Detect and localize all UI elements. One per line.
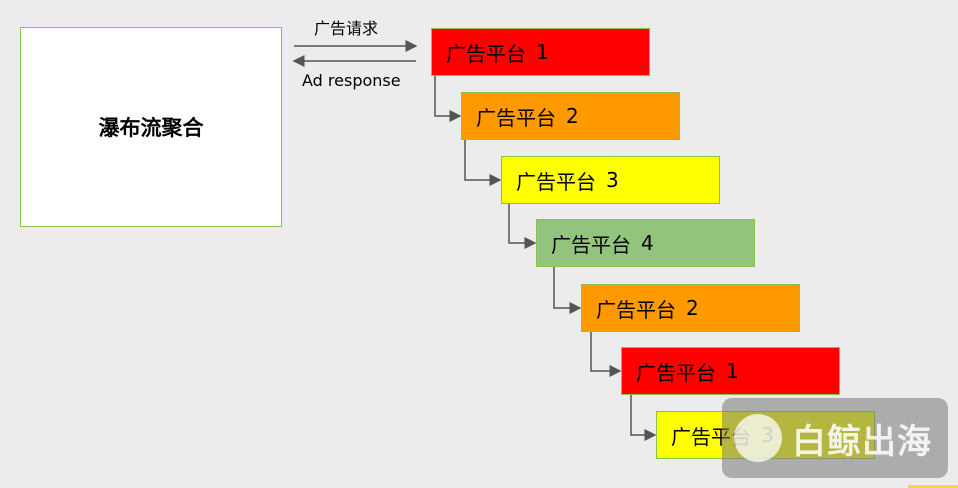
watermark: 白鲸出海: [722, 398, 948, 478]
platform-number: 1: [726, 359, 739, 383]
ad-request-label: 广告请求: [314, 19, 379, 38]
corner-accent: [908, 485, 958, 488]
platform-name: 广告平台: [596, 297, 676, 322]
aggregator-label: 瀑布流聚合: [98, 116, 204, 140]
ad-platform-step-6: 广告平台 1: [621, 347, 840, 395]
platform-name: 广告平台: [551, 232, 631, 257]
platform-number: 2: [566, 104, 579, 128]
ad-platform-step-4: 广告平台 4: [536, 219, 755, 267]
platform-name: 广告平台: [516, 169, 596, 194]
ad-platform-step-1: 广告平台 1: [431, 28, 650, 76]
platform-name: 广告平台: [446, 41, 526, 66]
connector-arrow: [553, 267, 582, 314]
ad-platform-step-5: 广告平台 2: [581, 284, 800, 332]
ad-platform-step-3: 广告平台 3: [501, 156, 720, 204]
platform-number: 1: [536, 40, 549, 64]
ad-platform-step-2: 广告平台 2: [461, 92, 680, 140]
platform-number: 3: [606, 168, 619, 192]
connector-arrow: [590, 332, 622, 377]
waterfall-aggregator-box: 瀑布流聚合: [20, 27, 282, 227]
connector-arrow: [464, 140, 502, 186]
connector-arrow: [508, 204, 537, 249]
platform-name: 广告平台: [636, 360, 716, 385]
whale-logo-icon: [734, 414, 782, 462]
ad-response-label: Ad response: [302, 71, 401, 90]
connector-arrow: [630, 395, 657, 441]
platform-number: 2: [686, 296, 699, 320]
connector-arrow: [434, 76, 462, 122]
platform-number: 4: [641, 231, 654, 255]
watermark-text: 白鲸出海: [792, 421, 932, 462]
platform-name: 广告平台: [476, 105, 556, 130]
